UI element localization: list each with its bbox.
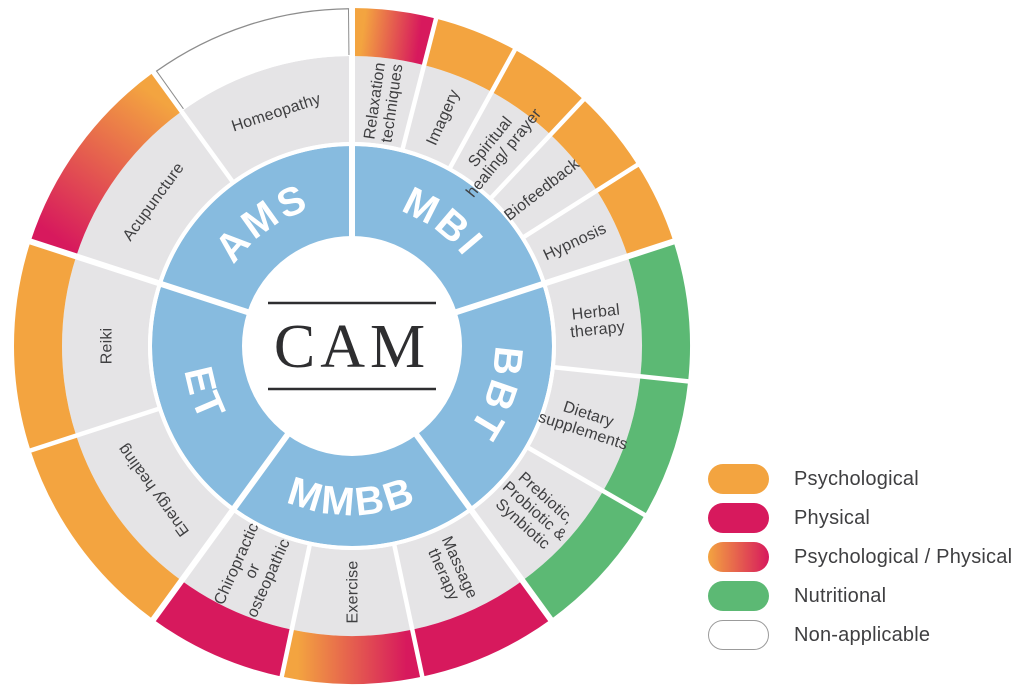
segment-prebiotic-probiotic-synbiotic — [471, 448, 604, 581]
legend-item-psychological: Psychological — [708, 464, 1012, 494]
legend-label: Physical — [794, 506, 871, 529]
center-label: CAM — [274, 313, 430, 381]
segment-dietary-supplements — [528, 367, 641, 491]
segment-biofeedback — [491, 134, 597, 237]
segment-spiritual-healing-prayer — [450, 91, 551, 198]
classification-arc-dietary-supplements — [603, 376, 689, 515]
segment-separator — [27, 406, 160, 454]
segment-relaxation-techniques — [352, 56, 425, 149]
classification-arc-energy-healing — [30, 435, 182, 620]
legend-label: Psychological / Physical — [794, 545, 1013, 568]
group-sector-bbt — [416, 284, 552, 508]
legend-swatch-psychological-physical — [708, 542, 769, 572]
segment-separator — [489, 96, 587, 200]
non-applicable-outline-edge — [156, 71, 184, 110]
classification-arc-spiritual-healing-prayer — [491, 49, 584, 135]
classification-arc-hypnosis — [596, 164, 674, 257]
group-separator — [410, 428, 555, 624]
segment-separator — [526, 445, 649, 519]
legend-label: Non-applicable — [794, 623, 931, 646]
classification-arc-biofeedback — [550, 99, 638, 191]
classification-arc-exercise — [281, 629, 423, 685]
legend-swatch-nutritional — [708, 581, 769, 611]
classification-arc-chiropractic-or-osteopathic — [153, 580, 292, 677]
segment-acupuncture — [76, 111, 233, 283]
segment-separator — [400, 15, 439, 150]
legend-label: Nutritional — [794, 584, 887, 607]
classification-arc-homeopathy — [153, 8, 352, 112]
group-sector-et — [152, 284, 288, 508]
legend-swatch-non-applicable — [708, 620, 769, 650]
group-sector-mmbb — [234, 434, 470, 547]
legend-item-nutritional: Nutritional — [708, 581, 1012, 611]
legend-swatch-physical — [708, 503, 769, 533]
segment-herbal-therapy — [546, 256, 642, 377]
group-sector-ams — [161, 146, 352, 313]
legend-swatch-psychological — [708, 464, 769, 494]
segment-imagery — [402, 65, 492, 168]
segment-energy-healing — [76, 409, 233, 581]
classification-arc-relaxation-techniques — [352, 8, 437, 66]
group-separator — [449, 237, 677, 317]
group-sector-mbi — [352, 146, 543, 313]
segment-separator — [392, 544, 425, 680]
segment-separator — [279, 544, 312, 680]
segment-separator — [447, 46, 519, 170]
classification-arc-massage-therapy — [412, 580, 551, 677]
segment-reiki — [61, 256, 158, 436]
legend-item-non-applicable: Non-applicable — [708, 620, 1012, 650]
classification-arc-imagery — [424, 18, 515, 92]
segment-label-exercise: Exercise — [345, 561, 362, 624]
classification-arc-herbal-therapy — [627, 241, 690, 382]
classification-arc-prebiotic-probiotic-synbiotic — [522, 491, 645, 620]
legend-label: Psychological — [794, 467, 919, 490]
group-separator — [27, 237, 255, 317]
segment-exercise — [291, 545, 413, 636]
segment-label-herbal-therapy: Herbaltherapy — [568, 301, 626, 341]
segment-separator — [553, 364, 691, 384]
classification-arc-reiki — [13, 241, 77, 451]
non-applicable-outline — [155, 8, 350, 72]
legend-item-physical: Physical — [708, 503, 1012, 533]
legend-item-psychological-physical: Psychological / Physical — [708, 542, 1012, 572]
segment-separator — [150, 69, 235, 184]
segment-homeopathy — [181, 56, 352, 181]
classification-arc-acupuncture — [30, 72, 182, 257]
segment-separator — [522, 161, 641, 240]
segment-label-reiki: Reiki — [99, 328, 116, 365]
segment-hypnosis — [524, 190, 628, 283]
group-separator — [149, 428, 294, 624]
